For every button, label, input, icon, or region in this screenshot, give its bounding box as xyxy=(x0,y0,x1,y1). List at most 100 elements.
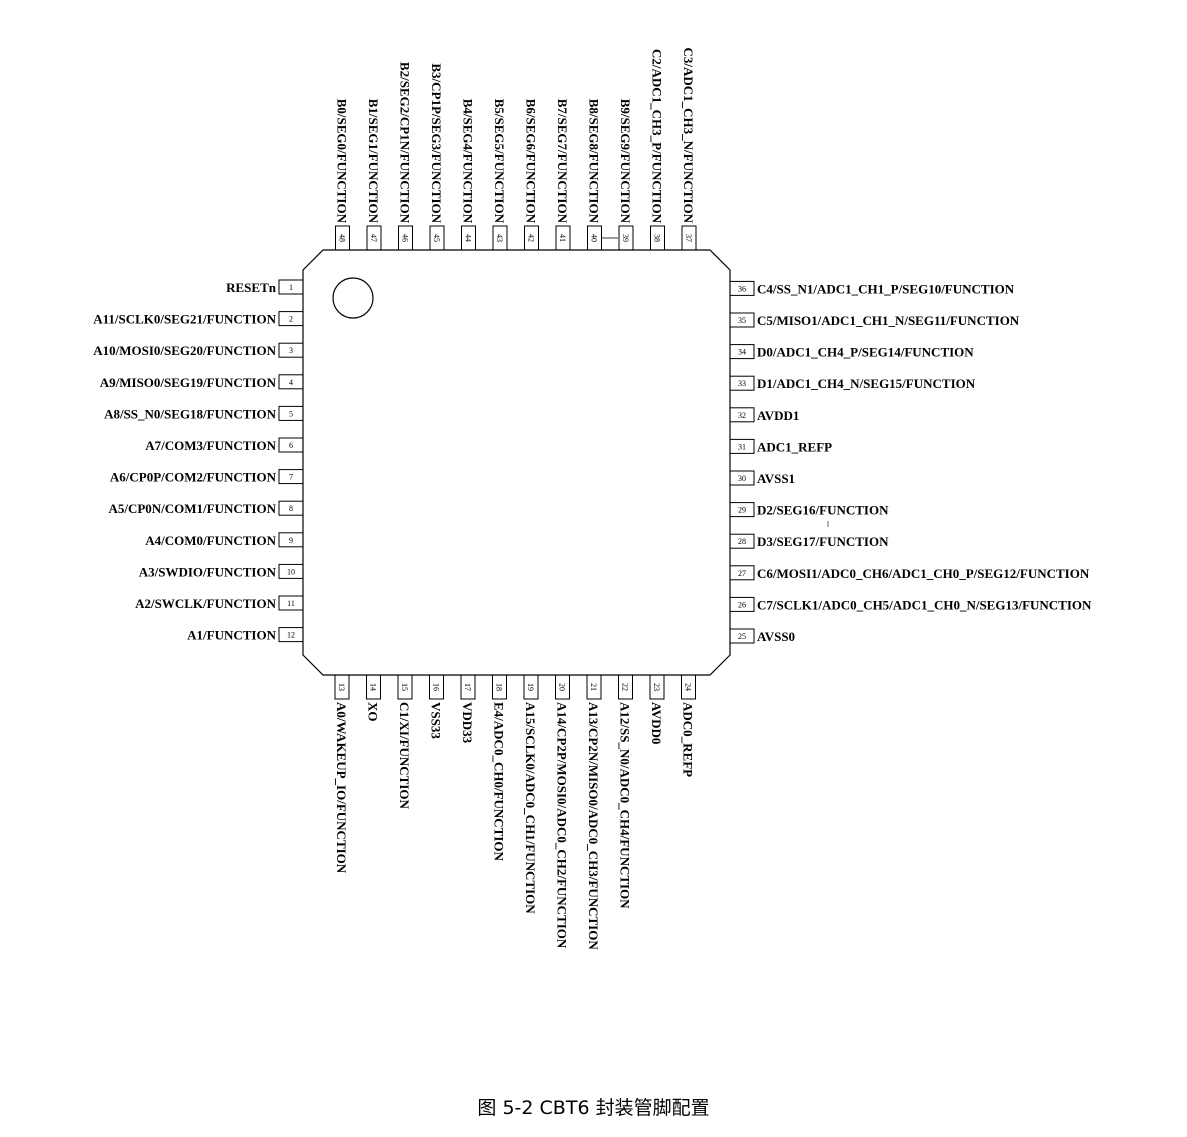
pin-label: A12/SS_N0/ADC0_CH4/FUNCTION xyxy=(618,702,633,909)
pin-number: 11 xyxy=(287,599,295,608)
pin-label: A7/COM3/FUNCTION xyxy=(145,438,276,453)
pin-number: 48 xyxy=(338,234,347,242)
pin-number: 15 xyxy=(400,683,409,691)
pin-label: D1/ADC1_CH4_N/SEG15/FUNCTION xyxy=(757,376,976,391)
pin-number: 14 xyxy=(369,683,378,691)
pin-number: 4 xyxy=(289,378,293,387)
pin-number: 30 xyxy=(738,474,746,483)
pin-label: C6/MOSI1/ADC0_CH6/ADC1_CH0_P/SEG12/FUNCT… xyxy=(757,566,1090,581)
pin-box xyxy=(587,225,602,251)
pin-number: 20 xyxy=(558,683,567,691)
pin-number: 7 xyxy=(289,473,293,482)
pin-number: 29 xyxy=(738,506,746,515)
pin-label: A10/MOSI0/SEG20/FUNCTION xyxy=(93,343,276,358)
pin-label: C4/SS_N1/ADC1_CH1_P/SEG10/FUNCTION xyxy=(757,281,1015,296)
pin-number: 1 xyxy=(289,283,293,292)
pin-box xyxy=(650,225,665,251)
pin-label: AVSS1 xyxy=(757,471,795,486)
pin-number: 21 xyxy=(589,683,598,691)
pin-box xyxy=(618,674,633,700)
pin-box xyxy=(729,344,755,360)
pin-box xyxy=(278,342,304,358)
pin-number: 38 xyxy=(653,234,662,242)
pin-label: A5/CP0N/COM1/FUNCTION xyxy=(108,501,276,516)
pin-label: C7/SCLK1/ADC0_CH5/ADC1_CH0_N/SEG13/FUNCT… xyxy=(757,597,1092,612)
pin-box xyxy=(729,502,755,518)
pin-label: C5/MISO1/ADC1_CH1_N/SEG11/FUNCTION xyxy=(757,313,1020,328)
pin-box xyxy=(524,225,539,251)
pin-box xyxy=(278,532,304,548)
pin-number: 45 xyxy=(432,234,441,242)
pin-box xyxy=(729,438,755,454)
pin-box xyxy=(429,674,444,700)
pin-box xyxy=(398,225,413,251)
pin-label: VSS33 xyxy=(429,702,444,739)
pin-number: 10 xyxy=(287,567,295,576)
pin-label: AVDD1 xyxy=(757,408,799,423)
pin-box xyxy=(649,674,665,700)
pin-box xyxy=(460,674,476,700)
pin-number: 24 xyxy=(684,683,693,691)
pin-box xyxy=(681,225,697,251)
pin-number: 46 xyxy=(401,234,410,242)
pin-label: A2/SWCLK/FUNCTION xyxy=(135,596,276,611)
pin-label: A8/SS_N0/SEG18/FUNCTION xyxy=(104,406,277,421)
pin-number: 35 xyxy=(738,316,746,325)
pin-box xyxy=(461,225,476,251)
pin-box xyxy=(555,225,571,251)
pin-box xyxy=(278,500,304,516)
pin-box xyxy=(366,674,381,700)
figure-caption: 图 5-2 CBT6 封装管脚配置 xyxy=(477,1097,710,1119)
pin-number: 3 xyxy=(289,346,293,355)
pin-group: 1RESETn2A11/SCLK0/SEG21/FUNCTION3A10/MOS… xyxy=(93,48,1092,951)
pin-label: A13/CP2N/MISO0/ADC0_CH3/FUNCTION xyxy=(586,702,601,950)
pin-label: B7/SEG7/FUNCTION xyxy=(555,99,570,224)
pin-label: AVSS0 xyxy=(757,629,795,644)
pin-label: B3/CP1P/SEG3/FUNCTION xyxy=(429,63,444,223)
pin-box xyxy=(729,628,755,644)
pin-label: B2/SEG2/CP1N/FUNCTION xyxy=(398,62,413,224)
pin-number: 41 xyxy=(558,234,567,242)
pin-label: AVDD0 xyxy=(649,702,664,744)
pin-label: A3/SWDIO/FUNCTION xyxy=(139,564,277,579)
pin-number: 9 xyxy=(289,536,293,545)
pin-number: 26 xyxy=(738,600,746,609)
pin-box xyxy=(729,375,755,391)
pin-label: B9/SEG9/FUNCTION xyxy=(618,99,633,224)
pin-number: 8 xyxy=(289,504,293,513)
pin-box xyxy=(586,674,602,700)
pin-label: B1/SEG1/FUNCTION xyxy=(366,99,381,224)
pin-box xyxy=(618,225,634,251)
pin-number: 37 xyxy=(684,234,693,242)
pin-box xyxy=(729,407,755,423)
pin-box xyxy=(278,563,304,579)
pin-number: 36 xyxy=(738,284,746,293)
pin-number: 23 xyxy=(652,683,661,691)
pin-number: 2 xyxy=(289,315,293,324)
pin-box xyxy=(729,565,755,581)
pin-box xyxy=(492,674,507,700)
pin-label: A1/FUNCTION xyxy=(187,628,276,643)
pin-box xyxy=(729,470,755,486)
pin-number: 42 xyxy=(527,234,536,242)
pin-box xyxy=(681,674,696,700)
pin-number: 17 xyxy=(463,683,472,691)
pin-number: 33 xyxy=(738,379,746,388)
pin-label: A6/CP0P/COM2/FUNCTION xyxy=(110,470,277,485)
pin-number: 27 xyxy=(738,569,746,578)
pin-box xyxy=(729,533,755,549)
pin-number: 44 xyxy=(464,234,473,242)
pin-label: ADC1_REFP xyxy=(757,439,832,454)
pin-number: 39 xyxy=(621,234,630,242)
pin-box xyxy=(278,595,304,611)
pin-box xyxy=(366,225,382,251)
pin-box xyxy=(429,225,445,251)
pin-label: RESETn xyxy=(226,280,277,295)
pin-number: 43 xyxy=(495,234,504,242)
pin-label: B5/SEG5/FUNCTION xyxy=(492,99,507,224)
pin-box xyxy=(492,225,508,251)
pin-label: B6/SEG6/FUNCTION xyxy=(524,99,539,224)
pin-number: 32 xyxy=(738,411,746,420)
pin-number: 34 xyxy=(738,348,746,357)
